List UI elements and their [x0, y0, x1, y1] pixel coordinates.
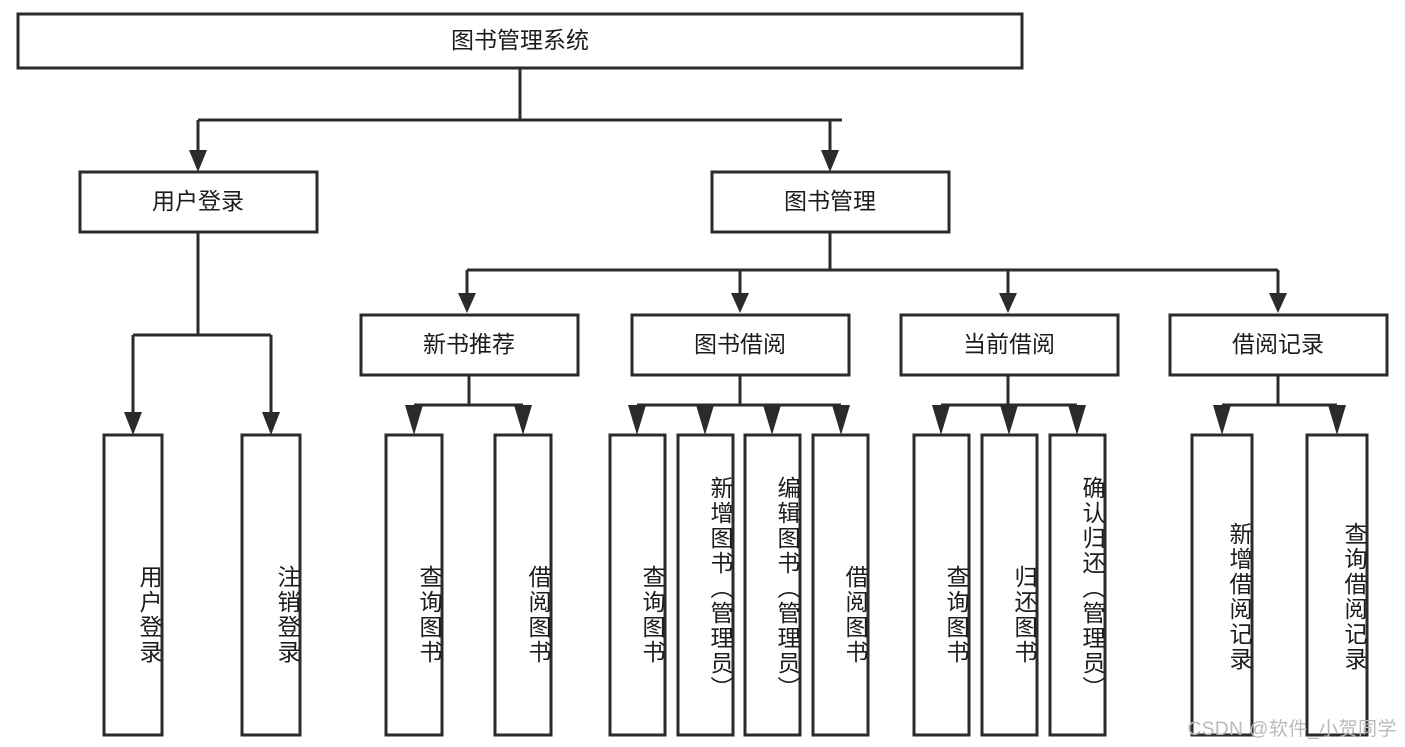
node-box-leaf-confirm-return[interactable]	[1048, 433, 1107, 737]
arrow-head-leaf-user-login	[124, 412, 142, 435]
arrow-head-leaf-confirm-return	[1068, 405, 1086, 435]
arrow-head-user-login	[189, 150, 207, 172]
node-box-leaf-borrow-book-2[interactable]	[811, 433, 870, 737]
node-label-borrow-record: 借阅记录	[1232, 331, 1324, 357]
node-box-leaf-query-book-3[interactable]	[912, 433, 971, 737]
node-box-leaf-return-book[interactable]	[980, 433, 1039, 737]
node-box-leaf-query-book-1[interactable]	[384, 433, 444, 737]
node-label-current-borrow: 当前借阅	[963, 331, 1055, 357]
arrow-head-current-borrow	[999, 293, 1017, 313]
node-box-leaf-edit-book[interactable]	[743, 433, 802, 737]
node-box-borrow-record[interactable]	[1168, 313, 1389, 377]
arrow-head-leaf-user-logout	[262, 412, 280, 435]
node-box-book-manage[interactable]	[710, 170, 951, 234]
node-box-leaf-query-record[interactable]	[1305, 433, 1369, 737]
arrow-head-new-book-recommend	[458, 293, 476, 313]
arrow-head-leaf-return-book	[1000, 405, 1018, 435]
arrow-head-book-borrow	[731, 293, 749, 313]
connector-group-current-borrow	[932, 375, 1086, 435]
watermark-text: CSDN @软件_小贺同学	[1187, 719, 1397, 740]
node-label-user-login: 用户登录	[152, 188, 244, 214]
connector-group-book-manage	[458, 232, 1287, 313]
node-box-leaf-user-logout[interactable]	[240, 433, 302, 737]
arrow-head-leaf-add-record	[1213, 405, 1231, 435]
arrow-head-leaf-add-book	[696, 405, 714, 435]
node-box-leaf-user-login[interactable]	[102, 433, 164, 737]
arrow-head-book-manage	[821, 150, 839, 172]
node-label-new-book-recommend: 新书推荐	[423, 331, 515, 357]
connector-group-root	[189, 68, 842, 172]
arrow-head-leaf-query-book-1	[405, 405, 423, 435]
arrow-head-leaf-edit-book	[763, 405, 781, 435]
node-box-leaf-query-book-2[interactable]	[608, 433, 667, 737]
node-box-current-borrow[interactable]	[899, 313, 1120, 377]
connector-group-user-login	[124, 232, 280, 435]
arrow-head-leaf-query-book-3	[932, 405, 950, 435]
node-label-root: 图书管理系统	[451, 27, 589, 53]
arrow-head-leaf-query-book-2	[628, 405, 646, 435]
connector-group-book-borrow	[628, 375, 850, 435]
arrow-head-leaf-borrow-book-1	[514, 405, 532, 435]
node-box-new-book-recommend[interactable]	[359, 313, 580, 377]
node-label-book-manage: 图书管理	[784, 188, 876, 214]
arrow-head-borrow-record	[1269, 293, 1287, 313]
node-box-leaf-add-record[interactable]	[1190, 433, 1254, 737]
connector-group-new-book-recommend	[405, 375, 532, 435]
node-box-book-borrow[interactable]	[630, 313, 851, 377]
node-box-leaf-borrow-book-1[interactable]	[493, 433, 553, 737]
arrow-head-leaf-query-record	[1328, 405, 1346, 435]
node-box-root[interactable]	[16, 12, 1024, 70]
connector-group-borrow-record	[1213, 375, 1346, 435]
node-box-user-login[interactable]	[78, 170, 319, 234]
node-label-book-borrow: 图书借阅	[694, 331, 786, 357]
node-box-leaf-add-book[interactable]	[676, 433, 735, 737]
arrow-head-leaf-borrow-book-2	[832, 405, 850, 435]
